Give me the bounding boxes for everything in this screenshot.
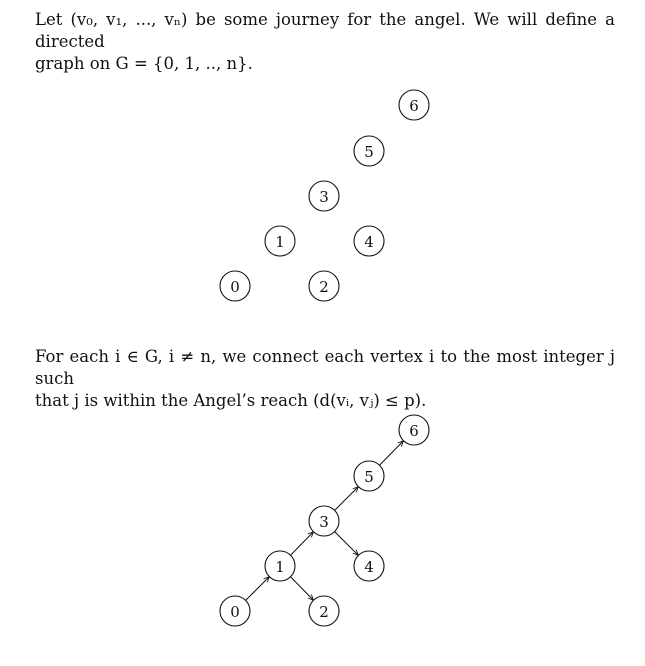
vertex-label: 0 bbox=[230, 278, 240, 296]
paragraph-intro-line-1: Let (v₀, v₁, ..., vₙ) be some journey fo… bbox=[35, 10, 615, 51]
paragraph-intro-line-2: graph on G = {0, 1, .., n}. bbox=[35, 54, 253, 73]
vertex-2: 2 bbox=[308, 270, 340, 302]
vertex-2: 2 bbox=[308, 595, 340, 627]
vertex-circle bbox=[219, 595, 251, 627]
vertex-3: 3 bbox=[308, 180, 340, 212]
vertex-circle bbox=[353, 135, 385, 167]
vertex-label: 5 bbox=[364, 143, 374, 161]
edge-0-to-1 bbox=[245, 577, 270, 601]
vertex-circle bbox=[353, 550, 385, 582]
vertex-circle bbox=[398, 89, 430, 121]
vertex-label: 2 bbox=[319, 603, 329, 621]
vertex-label: 4 bbox=[364, 233, 374, 251]
edge-5-to-6 bbox=[379, 441, 403, 466]
vertex-label: 1 bbox=[275, 233, 285, 251]
vertex-6: 6 bbox=[398, 414, 430, 446]
vertex-4: 4 bbox=[353, 550, 385, 582]
vertex-circle bbox=[353, 460, 385, 492]
paragraph-edge-rule-line-1: For each i ∈ G, i ≠ n, we connect each v… bbox=[35, 347, 615, 388]
paragraph-edge-rule: For each i ∈ G, i ≠ n, we connect each v… bbox=[35, 346, 615, 412]
vertex-label: 6 bbox=[409, 97, 419, 115]
vertex-label: 3 bbox=[319, 188, 329, 206]
edge-3-to-4 bbox=[334, 531, 359, 556]
vertex-label: 0 bbox=[230, 603, 240, 621]
vertex-4: 4 bbox=[353, 225, 385, 257]
vertex-1: 1 bbox=[264, 550, 296, 582]
edge-1-to-3 bbox=[290, 532, 313, 556]
vertex-label: 4 bbox=[364, 558, 374, 576]
vertex-0: 0 bbox=[219, 595, 251, 627]
vertex-5: 5 bbox=[353, 135, 385, 167]
vertex-6: 6 bbox=[398, 89, 430, 121]
vertex-label: 1 bbox=[275, 558, 285, 576]
paragraph-edge-rule-line-2: that j is within the Angel’s reach (d(vᵢ… bbox=[35, 391, 427, 410]
vertex-label: 6 bbox=[409, 422, 419, 440]
vertex-circle bbox=[353, 225, 385, 257]
vertex-3: 3 bbox=[308, 505, 340, 537]
graph-vertices-only: 0 1 2 3 4 5 6 bbox=[219, 89, 430, 302]
vertex-label: 5 bbox=[364, 468, 374, 486]
vertex-circle bbox=[264, 225, 296, 257]
vertex-label: 2 bbox=[319, 278, 329, 296]
vertex-circle bbox=[219, 270, 251, 302]
edge-3-to-5 bbox=[334, 487, 359, 511]
vertex-circle bbox=[308, 270, 340, 302]
vertex-circle bbox=[264, 550, 296, 582]
vertex-1: 1 bbox=[264, 225, 296, 257]
vertex-label: 3 bbox=[319, 513, 329, 531]
vertex-5: 5 bbox=[353, 460, 385, 492]
vertex-circle bbox=[308, 180, 340, 212]
vertex-circle bbox=[308, 505, 340, 537]
edge-1-to-2 bbox=[290, 576, 313, 601]
vertex-circle bbox=[308, 595, 340, 627]
vertex-0: 0 bbox=[219, 270, 251, 302]
vertex-circle bbox=[398, 414, 430, 446]
graph-with-edges: 0 1 2 3 4 5 6 bbox=[219, 414, 430, 627]
paragraph-intro: Let (v₀, v₁, ..., vₙ) be some journey fo… bbox=[35, 9, 615, 75]
